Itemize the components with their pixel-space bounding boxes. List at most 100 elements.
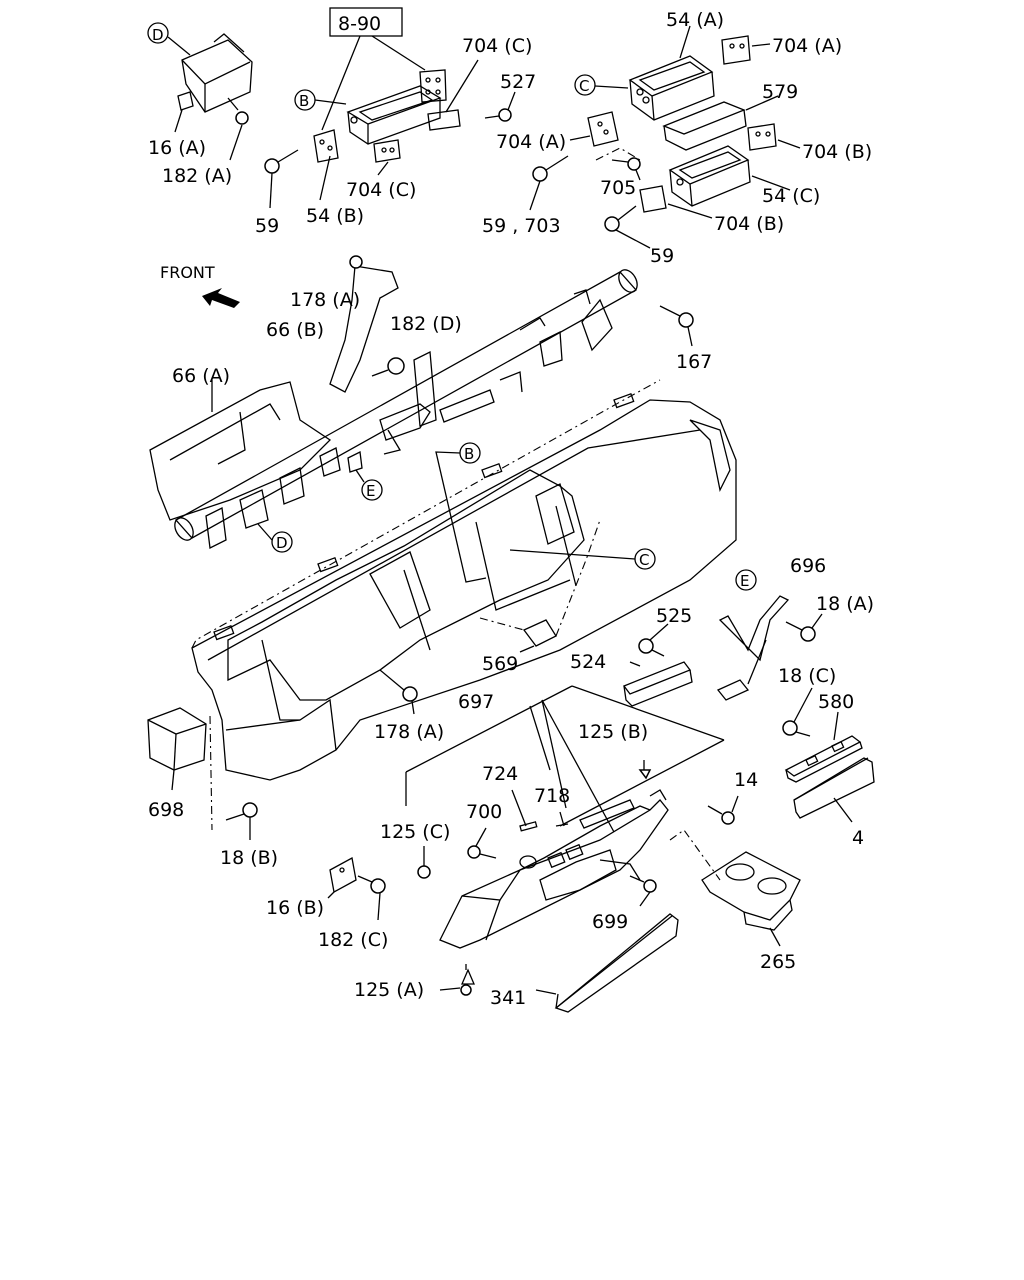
- clip-704c-left: [313, 129, 339, 163]
- label-59-703: 59 , 703: [482, 215, 561, 237]
- bolt-182a: [227, 97, 249, 125]
- screw-14: [707, 795, 739, 825]
- svg-text:B: B: [299, 92, 309, 110]
- plate-580: [784, 711, 863, 783]
- bracket-696: [716, 595, 790, 701]
- label-704a-top: 704 (A): [772, 35, 842, 57]
- lid-341: [535, 913, 679, 1013]
- ref-box-label: 8-90: [338, 13, 381, 35]
- clip-704a-right: [721, 35, 771, 65]
- screw-59-left: [264, 149, 299, 209]
- label-704b-top: 704 (B): [802, 141, 872, 163]
- label-4: 4: [852, 827, 864, 849]
- clip-704b-lower: [639, 185, 713, 219]
- label-178a-top: 178 (A): [290, 289, 360, 311]
- screw-700: [467, 827, 497, 859]
- label-696: 696: [790, 555, 826, 577]
- screw-525: [638, 623, 669, 657]
- lid-4: [793, 757, 875, 823]
- svg-text:C: C: [639, 551, 649, 569]
- duct-66a: [149, 380, 332, 521]
- pocket-54b: [346, 85, 442, 145]
- label-580: 580: [818, 691, 854, 713]
- label-54a: 54 (A): [666, 9, 724, 31]
- label-569: 569: [482, 653, 518, 675]
- bracket-d-part: [177, 33, 253, 113]
- pocket-54c: [668, 145, 791, 207]
- clip-704c-upper: [419, 69, 447, 103]
- callout-b-top: B: [294, 89, 347, 111]
- label-59-right: 59: [650, 245, 674, 267]
- callout-e-beam: E: [355, 469, 383, 501]
- label-698: 698: [148, 799, 184, 821]
- callout-d-top: D: [147, 22, 191, 56]
- label-704c-mid: 704 (C): [346, 179, 416, 201]
- glove-box-housing: [439, 789, 669, 949]
- label-704a-mid: 704 (A): [496, 131, 566, 153]
- label-18a: 18 (A): [816, 593, 874, 615]
- callout-d-beam: D: [257, 523, 293, 553]
- clip-125a: [439, 964, 475, 996]
- clip-704b-right: [747, 123, 801, 151]
- svg-text:E: E: [366, 482, 375, 500]
- bolt-18a: [785, 613, 823, 642]
- cup-holder-265: [669, 829, 801, 947]
- part-718: [555, 811, 569, 827]
- bracket-698: [147, 707, 213, 831]
- instrument-panel-body: [191, 379, 737, 781]
- svg-text:C: C: [579, 77, 589, 95]
- clip-704a-mid: [569, 111, 619, 147]
- label-125b: 125 (B): [578, 721, 648, 743]
- screw-125c: [417, 846, 431, 879]
- bolt-182d: [371, 357, 405, 377]
- leader-tree: [405, 685, 725, 833]
- label-265: 265: [760, 951, 796, 973]
- label-125a: 125 (A): [354, 979, 424, 1001]
- label-125c: 125 (C): [380, 821, 450, 843]
- label-527: 527: [500, 71, 536, 93]
- bolt-178a-lower: [379, 669, 418, 715]
- front-arrow-icon: [202, 288, 240, 308]
- bolt-182c: [357, 875, 386, 921]
- clip-569: [479, 519, 601, 653]
- label-705: 705: [600, 177, 636, 199]
- panel-579: [662, 95, 779, 151]
- bolt-167: [659, 305, 694, 347]
- screw-527: [484, 91, 516, 122]
- label-16a: 16 (A): [148, 137, 206, 159]
- callout-d-letter: D: [152, 26, 164, 44]
- callout-c-top: C: [574, 74, 629, 96]
- label-66a: 66 (A): [172, 365, 230, 387]
- label-16b: 16 (B): [266, 897, 324, 919]
- clip-704c-lower: [373, 139, 401, 163]
- cross-car-beam: [174, 269, 638, 549]
- clip-527-bracket: [427, 109, 461, 131]
- label-704b-lower: 704 (B): [714, 213, 784, 235]
- label-525: 525: [656, 605, 692, 627]
- svg-text:E: E: [740, 572, 749, 590]
- front-label: FRONT: [160, 263, 215, 282]
- callout-e-right: E: [735, 569, 757, 591]
- screw-59-right: [604, 205, 651, 249]
- label-167: 167: [676, 351, 712, 373]
- label-182d: 182 (D): [390, 313, 462, 335]
- label-182a: 182 (A): [162, 165, 232, 187]
- label-178a-lower: 178 (A): [374, 721, 444, 743]
- pocket-54a: [628, 55, 715, 121]
- label-18c: 18 (C): [778, 665, 836, 687]
- bracket-16b: [327, 856, 357, 899]
- screw-699: [629, 875, 657, 907]
- bolt-18c: [782, 687, 813, 737]
- label-699: 699: [592, 911, 628, 933]
- callout-b-beam: B: [435, 442, 487, 583]
- garnish-524: [622, 661, 693, 707]
- label-54b: 54 (B): [306, 205, 364, 227]
- label-524: 524: [570, 651, 606, 673]
- label-718: 718: [534, 785, 570, 807]
- screw-705: [595, 147, 641, 181]
- label-182c: 182 (C): [318, 929, 388, 951]
- label-54c: 54 (C): [762, 185, 820, 207]
- ref-box-8-90: [329, 7, 403, 37]
